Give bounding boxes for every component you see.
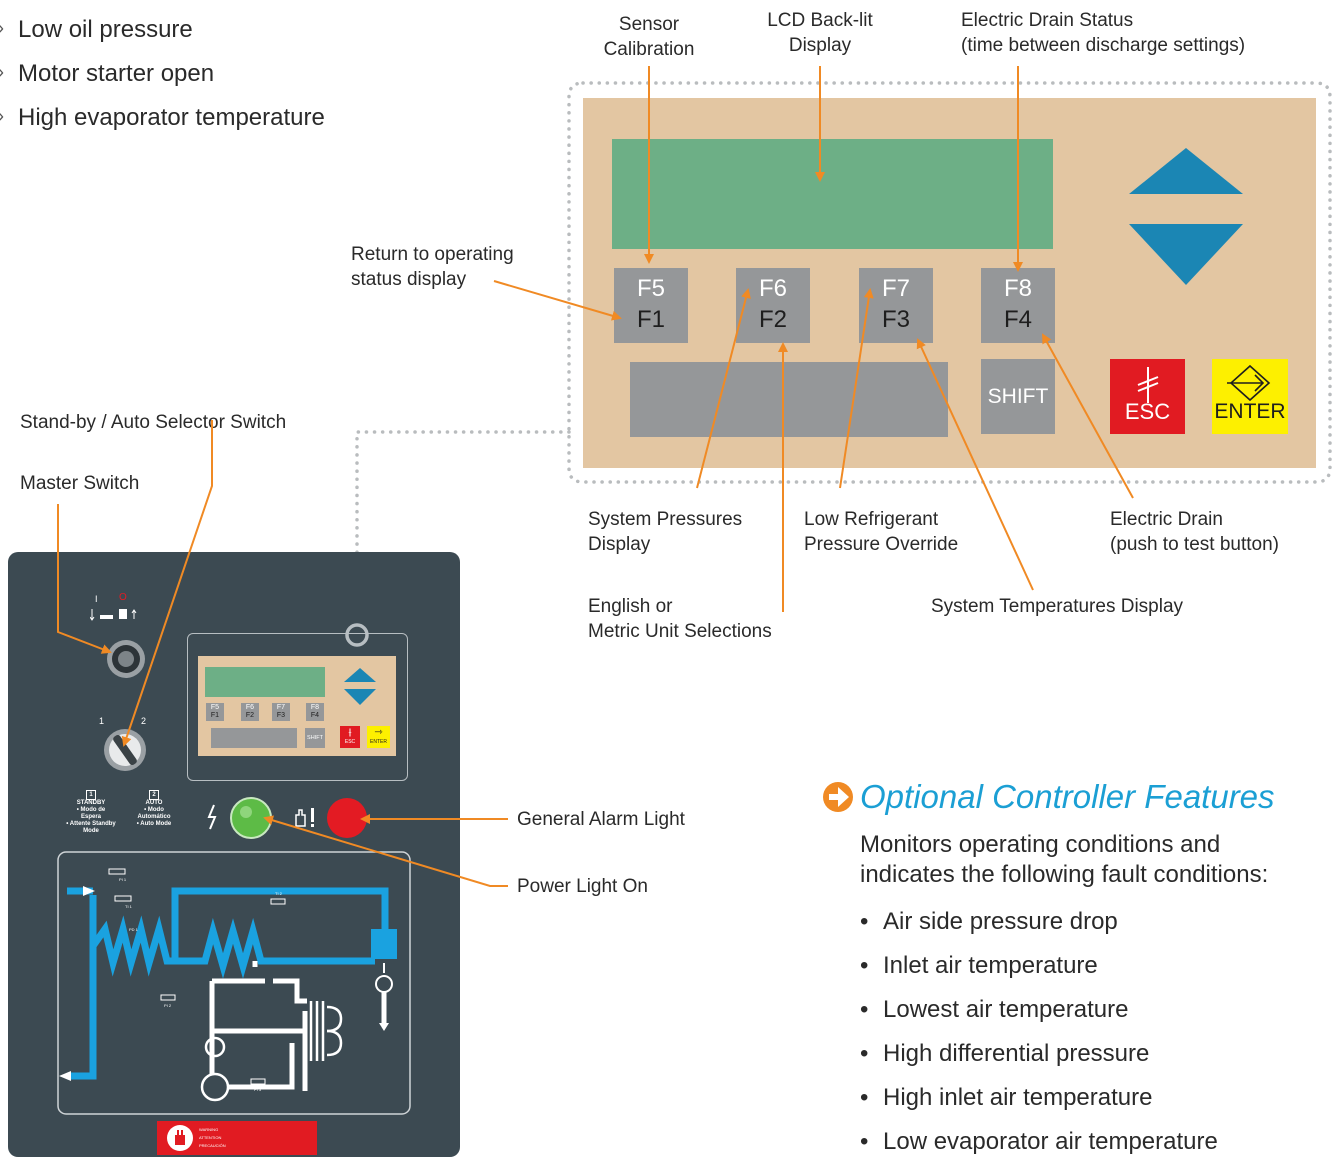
alarm-hand-icon [295,808,314,827]
gauge-label-ti2: TI 2 [275,891,283,896]
callout-general-alarm: General Alarm Light [517,809,685,830]
gauge-label-pi1: PI 1 [119,877,127,882]
callout-electric-drain-status: Electric Drain Status (time between disc… [961,10,1246,56]
general-alarm-light-icon [327,798,367,838]
standby-auto-selector-knob[interactable] [102,727,148,773]
gauge-label-pi2: PI 2 [164,1003,172,1008]
gauge-label-pi3: PI 3 [254,1087,262,1092]
power-light-icon [230,797,272,839]
selector-pos-2: 2 [141,716,147,726]
mini-esc-key[interactable]: ⫲ ESC [340,726,360,748]
callout-standby-auto: Stand-by / Auto Selector Switch [20,412,287,433]
up-arrow-icon [344,668,376,682]
callout-master-switch: Master Switch [20,473,140,494]
esc-icon: ⫲ [348,727,352,738]
lcd-display [612,139,1053,249]
callout-sensor-calibration: Sensor Calibration [603,14,695,60]
f1-key[interactable]: F5 F1 [614,268,688,343]
stop-hand-icon [167,1125,193,1151]
blank-key-strip [630,362,948,437]
mini-enter-key[interactable]: ⇾ ENTER [367,726,390,748]
down-arrow-icon [1129,224,1243,285]
features-intro: Monitors operating conditions and indica… [860,831,1269,888]
f4-key[interactable]: F8 F4 [981,268,1055,343]
gauge-label-ti1: TI 1 [125,904,133,909]
f2-key[interactable]: F6 F2 [736,268,810,343]
selector-pos-1: 1 [99,716,105,726]
mini-blank-strip [211,728,297,748]
master-switch-knob[interactable] [105,638,147,680]
up-arrow-icon [1129,148,1243,194]
master-on-mark: I [95,594,98,604]
callout-system-temperatures: System Temperatures Display [931,596,1184,617]
enter-arrow-icon: ⇾ [374,727,383,738]
mini-lcd-display [205,667,325,697]
mini-shift-key[interactable]: SHIFT [305,728,325,748]
standby-mode-label: 1 STANDBY • Modo de Espera • Attente Sta… [66,790,116,834]
up-down-arrows [1129,148,1243,285]
esc-key[interactable]: ESC [1110,359,1185,434]
callout-electric-drain: Electric Drain (push to test button) [1110,509,1279,555]
shift-key[interactable]: SHIFT [981,359,1055,434]
callout-lcd-display: LCD Back-lit Display [767,10,873,56]
enter-arrow-icon [1227,364,1271,402]
gauge-label-pd1: PD 1 [129,927,139,932]
callout-english-metric: English or Metric Unit Selections [588,596,772,642]
callout-low-refrigerant: Low Refrigerant Pressure Override [804,509,959,555]
refrigeration-schematic: PI 1 TI 1 PD 1 TI 2 PI 2 PI 3 [57,851,411,1115]
power-lightning-icon [207,804,217,830]
connector-ring-icon [345,623,369,647]
esc-icon [1137,367,1158,403]
master-switch-symbol-icon [90,609,137,621]
f3-key[interactable]: F7 F3 [859,268,933,343]
master-off-mark: O [119,592,127,603]
auto-mode-label: 2 AUTO • Modo Automático • Auto Mode [136,790,172,827]
warning-label: WARNING ATTENTION PRECAUCIÓN [157,1121,317,1155]
callout-power-light: Power Light On [517,876,648,897]
arrow-circle-icon [823,782,853,812]
down-arrow-icon [344,689,376,705]
callout-return-status: Return to operating status display [351,244,514,290]
enter-key[interactable]: ENTER [1212,359,1288,434]
features-heading: Optional Controller Features [860,778,1275,815]
callout-system-pressures: System Pressures Display [588,509,743,555]
mini-up-down-arrows [344,668,376,705]
